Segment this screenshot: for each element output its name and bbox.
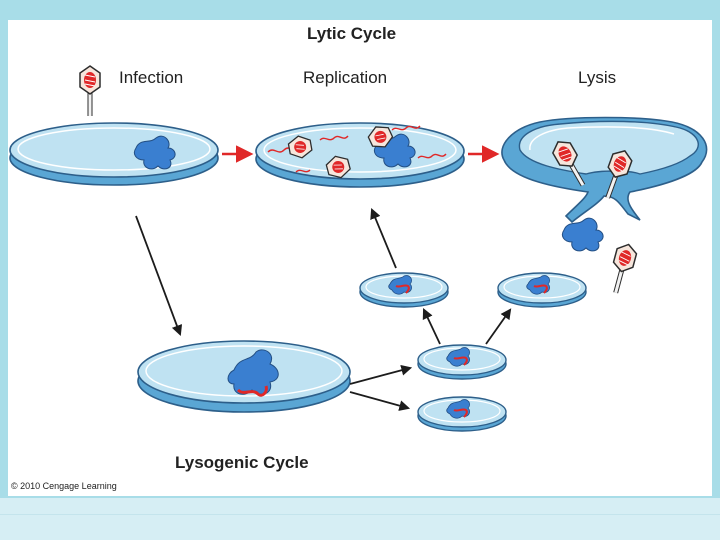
stage-label-infection: Infection [119,68,184,87]
released-bacterial-dna [561,217,604,252]
daughter-cell [417,344,507,380]
lysogenic-arrows [135,208,512,411]
stage-label-lysis: Lysis [578,68,617,87]
phage-attaching-icon [80,66,100,116]
prophage-dna [227,349,279,397]
daughter-cell [417,396,507,432]
diagram-panel [8,20,712,496]
daughter-cell [359,272,449,308]
arrow-infection-to-lysogenic [135,215,183,337]
copyright-credit: © 2010 Cengage Learning [11,481,117,491]
arrow-division-up [422,308,441,345]
lysis-cell [501,116,708,224]
footer-band [0,498,720,540]
infection-cell [9,122,219,186]
stage-label-replication: Replication [303,68,388,87]
arrow-induction-to-replication [370,208,397,269]
arrow-lysogenic-to-division [349,365,413,385]
daughter-cell [497,272,587,308]
released-phage-icon [606,242,638,295]
lysogenic-cycle-title: Lysogenic Cycle [175,453,309,472]
arrow-division-up [485,308,512,345]
footer-divider [0,514,720,515]
lytic-cycle-title: Lytic Cycle [307,24,397,43]
arrow-lysogenic-to-division [349,391,411,411]
